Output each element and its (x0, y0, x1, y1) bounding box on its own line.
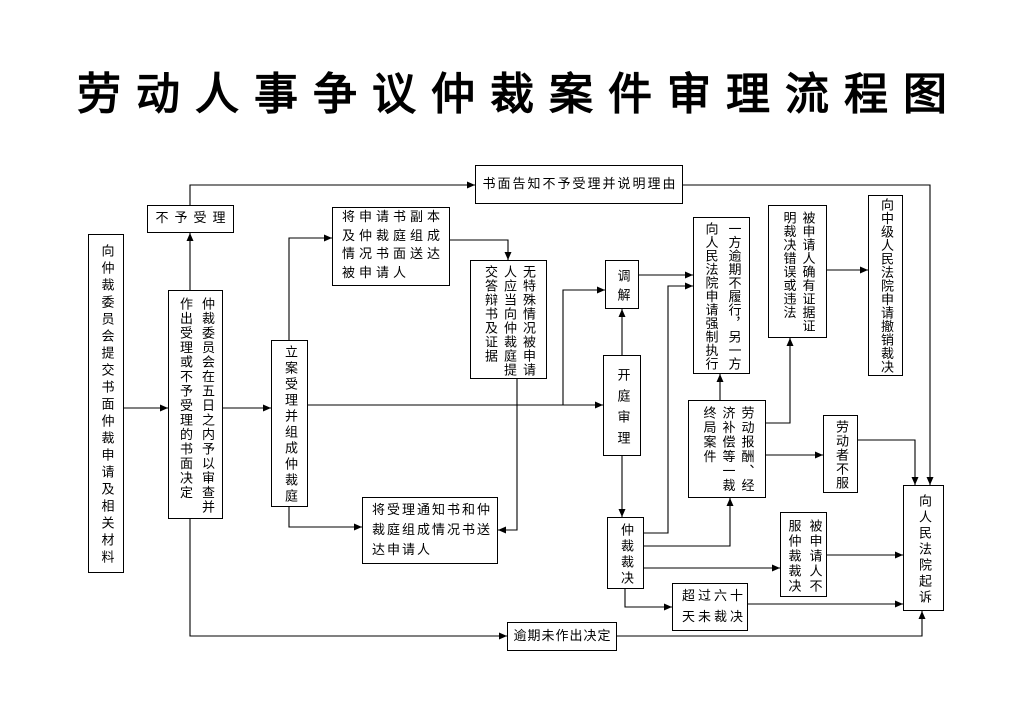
arrowhead (926, 477, 934, 485)
node-text: 书面告知不予受理并说明理由 (482, 177, 678, 192)
node-text-line: 超过六十 (682, 589, 747, 604)
arrowhead (467, 181, 475, 189)
node-enforcement-application: 一方逾期不履行，另一方 向人民法院申请强制执行 (693, 217, 750, 374)
node-serve-applicant: 将受理通知书和仲 裁庭组成情况书送 达申请人 (362, 497, 498, 564)
node-text-line: 终局案件 (700, 406, 716, 464)
arrow-overdue-decision-to-court (617, 611, 923, 637)
arrowhead (499, 632, 507, 640)
arrow-not-accepted-to-notice (189, 184, 475, 205)
node-final-award-cases: 劳动报酬、经 济补偿等一裁 终局案件 (688, 400, 766, 498)
arrowhead (772, 564, 780, 572)
node-hearing: 开庭审理 (603, 355, 641, 456)
node-not-accepted: 不予受理 (147, 205, 234, 233)
arrowhead (354, 523, 362, 531)
node-text-line: 被申请人确有证据证 (799, 211, 815, 333)
node-text-line: 情况书面送达 (342, 247, 445, 262)
arrowhead (918, 611, 926, 619)
arrowhead (726, 498, 734, 506)
arrowhead (498, 526, 506, 534)
arrowhead (595, 401, 603, 409)
node-text-line: 将受理通知书和仲 (372, 503, 493, 518)
arrow-final-cases-to-error-evidence (766, 338, 791, 424)
arrowhead (911, 477, 919, 485)
node-text: 向人民法院起诉 (916, 493, 931, 606)
node-text: 不予受理 (155, 211, 232, 226)
arrowhead (597, 286, 605, 294)
node-text: 劳动者不服 (833, 419, 848, 490)
arrowhead (324, 234, 332, 242)
node-no-award-in-sixty-days: 超过六十 天未裁决 (672, 583, 748, 631)
node-text-line: 裁庭组成情况书送 (372, 523, 493, 538)
node-arbitral-award: 仲裁裁决 (607, 517, 644, 589)
arrowhead (716, 374, 724, 382)
node-text-line: 一方逾期不履行，另一方 (725, 222, 741, 371)
node-respondent-defense: 无特殊情况被申请 人应当向仲裁庭提 交答辩书及证据 (470, 260, 547, 379)
node-text-line: 及仲裁庭组成 (342, 228, 445, 244)
node-text-line: 劳动报酬、经 (738, 406, 754, 493)
arrow-notice-to-court (683, 184, 931, 485)
node-submit-application: 向仲裁委员会提交书面仲裁申请及相关材料 (88, 234, 124, 573)
node-text-line: 达申请人 (372, 543, 433, 558)
node-serve-respondent: 将申请书副本 及仲裁庭组成 情况书面送达 被申请人 (332, 207, 450, 286)
node-no-decision-in-time: 逾期未作出决定 (507, 622, 617, 651)
arrowhead (618, 309, 626, 317)
node-text-line: 仲裁委员会在五日之内予以审查并 (199, 297, 214, 515)
node-review-decision: 仲裁委员会在五日之内予以审查并 作出受理或不予受理的书面决定 (168, 290, 223, 519)
arrow-award-to-final-cases (644, 498, 731, 547)
arrowhead (186, 233, 194, 241)
arrow-award-to-overdue-award (624, 589, 672, 608)
arrowhead (685, 282, 693, 290)
arrow-award-to-enforcement (644, 285, 693, 534)
arrowhead (160, 404, 168, 412)
arrowhead (685, 271, 693, 279)
node-sue-in-court: 向人民法院起诉 (903, 485, 944, 611)
node-text: 立案受理并组成仲裁庭 (282, 345, 297, 505)
arrowhead (895, 551, 903, 559)
arrow-case-filed-to-serve-respondent (288, 237, 332, 340)
arrow-case-filed-to-serve-applicant (288, 507, 362, 528)
node-text-line: 交答辩书及证据 (482, 265, 497, 363)
arrow-branch-to-mediation (562, 289, 605, 405)
node-written-rejection-notice: 书面告知不予受理并说明理由 (475, 165, 683, 204)
arrow-serve-respondent-to-defense (450, 239, 509, 260)
arrowhead (895, 600, 903, 608)
node-text-line: 无特殊情况被申请 (520, 265, 535, 377)
arrowhead (786, 338, 794, 346)
arrow-review-to-overdue-decision (189, 519, 507, 637)
page-title: 劳动人事争议仲裁案件审理流程图 (77, 69, 962, 120)
node-worker-disagrees: 劳动者不服 (823, 415, 858, 493)
node-text-line: 天未裁决 (682, 610, 747, 625)
node-text-line: 作出受理或不予受理的书面决定 (177, 297, 192, 500)
node-text-line: 明裁决错误或违法 (780, 211, 796, 319)
node-text: 逾期未作出决定 (513, 629, 612, 644)
arrowhead (664, 603, 672, 611)
node-award-error-evidence: 被申请人确有证据证 明裁决错误或违法 (768, 205, 827, 338)
node-apply-revoke-award: 向中级人民法院申请撤销裁决 (868, 195, 903, 376)
node-text: 向中级人民法院申请撤销裁决 (878, 197, 893, 374)
node-text: 向仲裁委员会提交书面仲裁申请及相关材料 (98, 244, 114, 567)
arrowhead (504, 252, 512, 260)
arrow-worker-disagrees-to-court (858, 439, 916, 485)
node-text-line: 人应当向仲裁庭提 (501, 265, 516, 377)
node-text-line: 向人民法院申请强制执行 (702, 222, 718, 371)
arrowhead (815, 451, 823, 459)
arrowhead (618, 509, 626, 517)
node-text-line: 被申请人不 (806, 519, 822, 594)
node-text: 开庭审理 (614, 367, 630, 452)
node-text-line: 将申请书副本 (342, 210, 445, 225)
node-text: 仲裁裁决 (618, 522, 633, 587)
node-mediation: 调解 (605, 260, 639, 309)
arrow-defense-to-serve-applicant (498, 379, 518, 531)
node-text-line: 济补偿等一裁 (719, 406, 735, 493)
node-case-filed: 立案受理并组成仲裁庭 (271, 340, 308, 507)
node-respondent-disagrees: 被申请人不 服仲裁裁决 (780, 512, 827, 597)
node-text-line: 被申请人 (342, 265, 411, 281)
arrowhead (263, 404, 271, 412)
node-text-line: 服仲裁裁决 (785, 519, 801, 594)
node-text: 调解 (614, 268, 630, 307)
arrowhead (860, 266, 868, 274)
